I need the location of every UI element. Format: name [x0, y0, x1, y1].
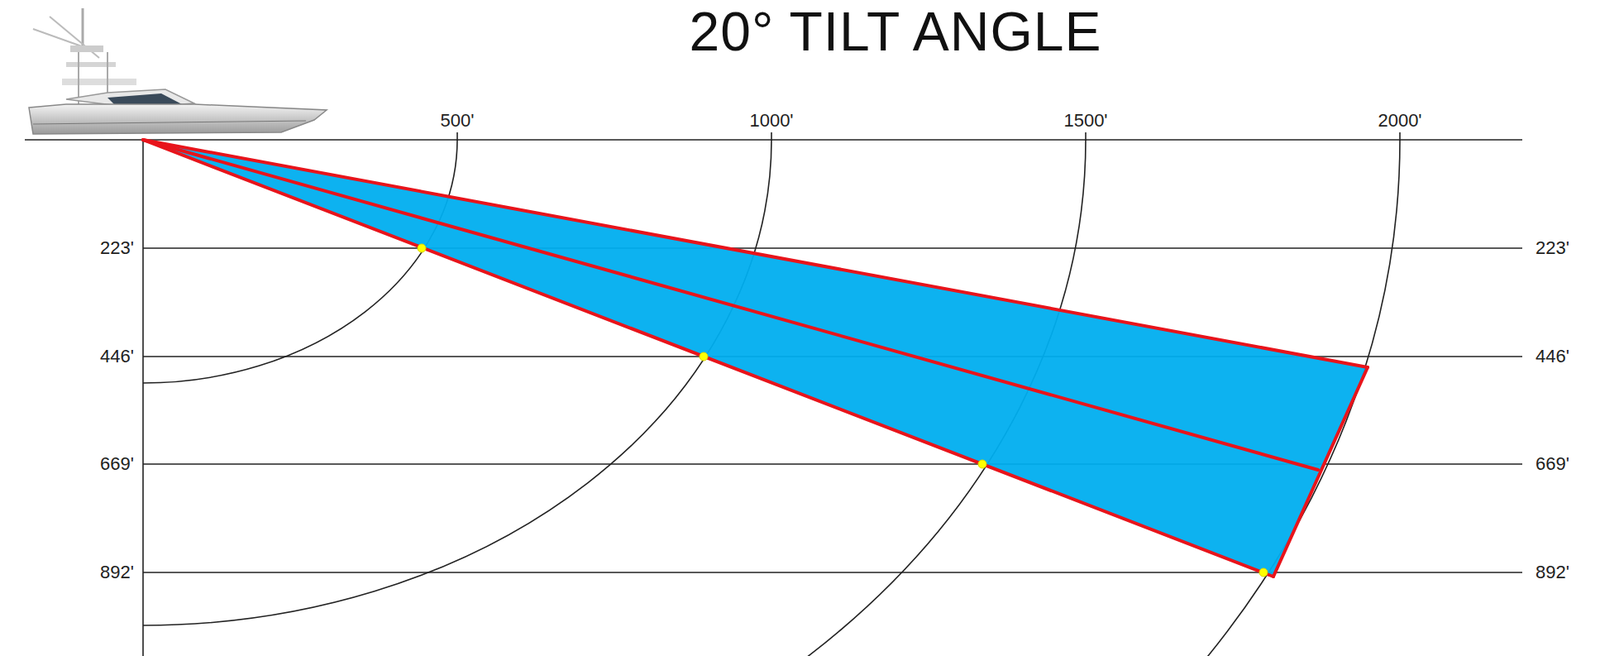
depth-label: 446': [1535, 345, 1570, 368]
grid-lines: [0, 0, 1523, 656]
boat-illustration: [28, 8, 327, 134]
range-label: 2000': [1377, 109, 1422, 132]
depth-label: 223': [1535, 237, 1570, 259]
depth-label: 669': [1535, 453, 1570, 475]
depth-label: 446': [100, 345, 134, 368]
range-label: 1000': [749, 109, 793, 132]
range-label: 500': [440, 109, 475, 132]
sonar-beam: [143, 139, 1368, 577]
depth-label: 669': [100, 453, 134, 475]
depth-label: 892': [100, 561, 134, 583]
range-label: 1500': [1063, 109, 1108, 132]
title: 20° TILT ANGLE: [689, 0, 1103, 63]
depth-label: 223': [100, 237, 134, 259]
depth-label: 892': [1535, 561, 1570, 583]
